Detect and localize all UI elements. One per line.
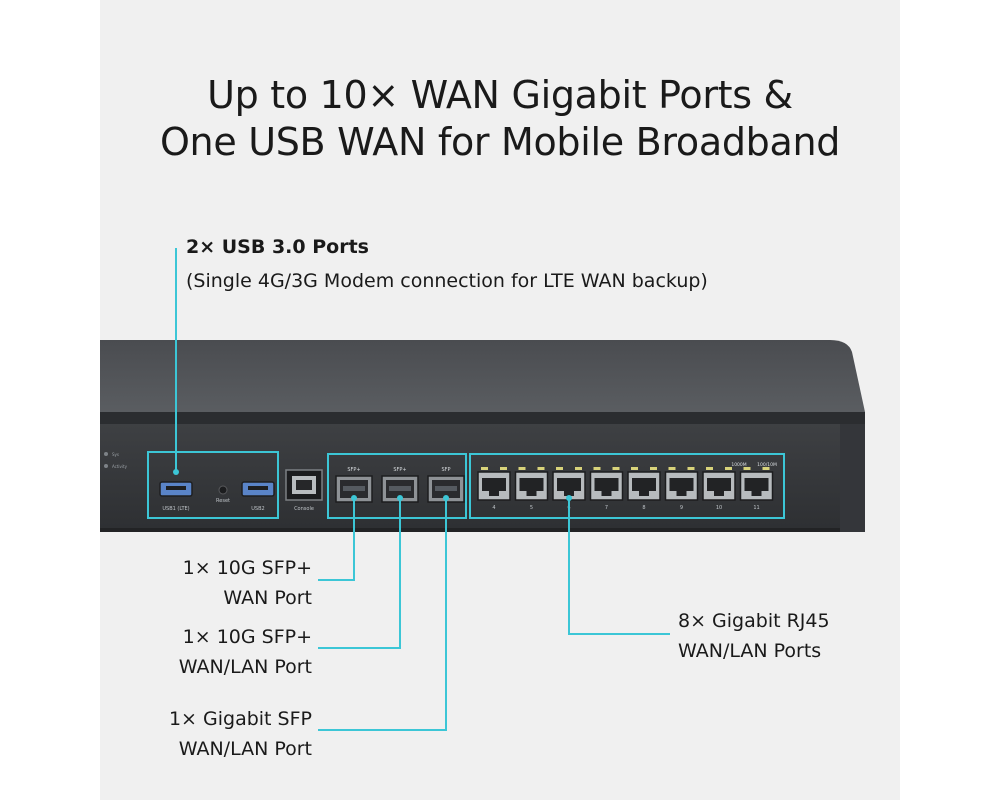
sfp-wanlan-leader-line — [318, 498, 401, 649]
speed-1000-label: 1000M — [731, 462, 746, 468]
usb-callout-title: 2× USB 3.0 Ports — [186, 236, 369, 258]
reset-button — [218, 485, 228, 495]
sfp-wanlan-callout-line-1: 1× 10G SFP+ — [182, 626, 312, 648]
led-activity-label: Activity — [112, 464, 128, 469]
gigabit-sfp-callout: 1× Gigabit SFP WAN/LAN Port — [169, 704, 312, 764]
sfp-plus-2-label: SFP+ — [393, 467, 406, 473]
leader-lines — [173, 248, 670, 731]
sfp-highlight-box — [327, 453, 467, 519]
rj45-port-number: 11 — [753, 505, 759, 511]
sfp-wan-callout: 1× 10G SFP+ WAN Port — [183, 553, 312, 613]
rj45-port — [477, 467, 511, 501]
gigabit-sfp-callout-line-1: 1× Gigabit SFP — [168, 708, 312, 730]
rj45-port — [664, 467, 699, 501]
rj45-port-number: 10 — [716, 505, 722, 511]
led-sys-label: Sys — [112, 452, 119, 457]
rj45-callout-line-1: 8× Gigabit RJ45 — [678, 610, 830, 632]
gigabit-sfp-leader-line — [318, 498, 447, 731]
rj45-port — [589, 467, 624, 501]
rj45-port — [739, 467, 774, 501]
usb-highlight-box — [147, 451, 279, 519]
sfp-wan-callout-line-1: 1× 10G SFP+ — [182, 557, 312, 579]
rj45-port — [627, 467, 661, 501]
rj45-ports — [477, 467, 774, 501]
router-illustration: Sys Activity USB1 (LTE) Reset USB2 Conso… — [100, 248, 865, 731]
router-front-rim — [100, 412, 865, 424]
usb-leader-dot — [173, 469, 179, 475]
rj45-leader-line — [568, 498, 670, 635]
router-top-surface — [100, 340, 865, 412]
speed-100-label: 100/10M — [757, 462, 777, 468]
console-label: Console — [294, 506, 314, 512]
rj45-port-number: 7 — [605, 505, 608, 511]
rj45-port-number: 5 — [530, 505, 533, 511]
rj45-port-number: 9 — [680, 505, 683, 511]
sfp-wanlan-callout-line-2: WAN/LAN Port — [178, 656, 312, 678]
sfp-plus-port-1 — [335, 475, 373, 503]
headline: Up to 10× WAN Gigabit Ports & One USB WA… — [100, 72, 900, 166]
rj45-port — [552, 467, 586, 501]
rj45-highlight-box — [469, 453, 785, 519]
usb1-label: USB1 (LTE) — [162, 506, 189, 512]
gigabit-sfp-callout-line-2: WAN/LAN Port — [178, 738, 312, 760]
rj45-callout: 8× Gigabit RJ45 WAN/LAN Ports — [678, 606, 830, 666]
usb2-label: USB2 — [251, 506, 264, 512]
sfp-wanlan-callout: 1× 10G SFP+ WAN/LAN Port — [179, 622, 312, 682]
sfp-label: SFP — [441, 467, 450, 473]
sfp-wan-leader-line — [318, 498, 355, 581]
sfp-wan-callout-line-2: WAN Port — [223, 587, 312, 609]
rj45-callout-line-2: WAN/LAN Ports — [678, 640, 822, 662]
headline-line-1: Up to 10× WAN Gigabit Ports & — [207, 73, 793, 117]
headline-line-2: One USB WAN for Mobile Broadband — [159, 120, 841, 164]
sfp-plus-1-label: SFP+ — [347, 467, 360, 473]
reset-label: Reset — [216, 498, 230, 504]
rj45-port — [702, 467, 736, 501]
product-panel: Up to 10× WAN Gigabit Ports & One USB WA… — [100, 0, 900, 800]
rj45-port — [514, 467, 549, 501]
rj45-port-number: 8 — [642, 505, 645, 511]
usb-callout-subtitle: (Single 4G/3G Modem connection for LTE W… — [186, 270, 708, 292]
rj45-port-number: 4 — [492, 505, 495, 511]
